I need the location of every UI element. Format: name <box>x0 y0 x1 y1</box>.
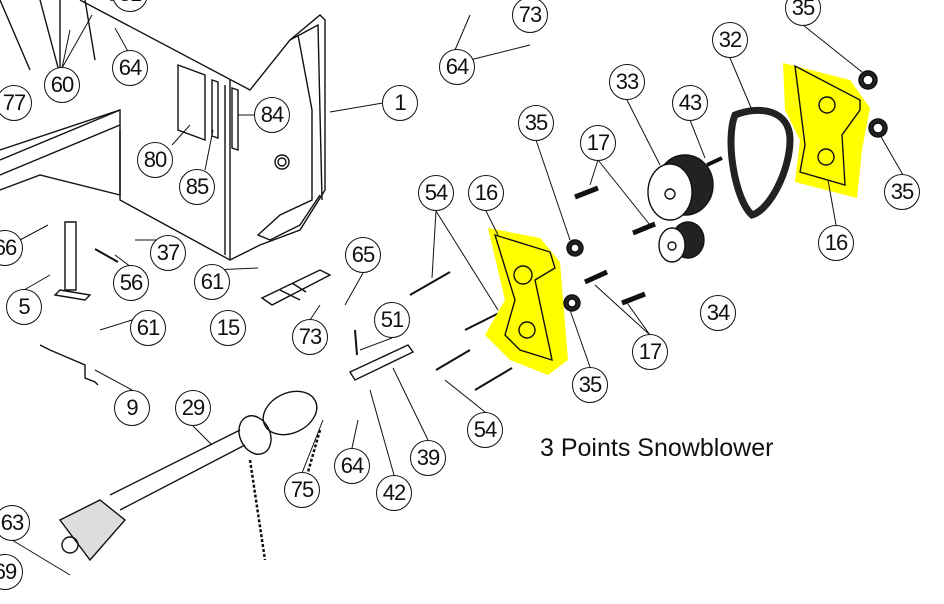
callout-42: 42 <box>376 475 412 511</box>
callout-34: 34 <box>700 295 736 331</box>
callout-54: 54 <box>467 412 503 448</box>
callout-1: 1 <box>382 85 418 121</box>
pins <box>574 185 656 306</box>
callout-17: 17 <box>580 125 616 161</box>
callout-16: 16 <box>818 225 854 261</box>
callout-15: 15 <box>210 310 246 346</box>
callout-56: 56 <box>113 265 149 301</box>
callout-84: 84 <box>254 97 290 133</box>
callout-35: 35 <box>884 174 920 210</box>
key-43 <box>706 156 723 167</box>
callout-77: 77 <box>0 85 32 121</box>
callout-35: 35 <box>518 105 554 141</box>
pto-shaft <box>58 390 322 562</box>
callout-61: 61 <box>130 310 166 346</box>
callout-39: 39 <box>410 440 446 476</box>
diagram-title: 3 Points Snowblower <box>540 434 774 462</box>
callout-35: 35 <box>572 367 608 403</box>
highlight-plate-16-right <box>783 63 870 198</box>
callout-35: 35 <box>785 0 821 26</box>
callout-43: 43 <box>672 85 708 121</box>
callout-85: 85 <box>179 169 215 205</box>
callout-5: 5 <box>6 289 42 325</box>
callout-60: 60 <box>44 67 80 103</box>
callout-64: 64 <box>334 448 370 484</box>
bolts <box>94 248 513 391</box>
callout-73: 73 <box>512 0 548 33</box>
highlight-plate-16-left <box>485 228 568 375</box>
callout-73: 73 <box>292 319 328 355</box>
snowblower-housing <box>0 0 326 261</box>
callout-51: 51 <box>374 302 410 338</box>
leader-lines <box>4 14 904 576</box>
callout-32: 32 <box>712 22 748 58</box>
plate-16-left <box>493 233 556 362</box>
deflector-plate <box>260 269 332 306</box>
plate-16-right <box>794 64 861 186</box>
stand <box>53 221 92 301</box>
shaft <box>348 344 415 381</box>
callout-65: 65 <box>345 237 381 273</box>
bearings <box>563 70 888 312</box>
callout-33: 33 <box>609 64 645 100</box>
callout-9: 9 <box>114 390 150 426</box>
callout-69: 69 <box>0 554 23 590</box>
callout-17: 17 <box>632 334 668 370</box>
callout-64: 64 <box>112 50 148 86</box>
callout-16: 16 <box>468 175 504 211</box>
belt-32 <box>727 106 794 219</box>
callout-75: 75 <box>284 472 320 508</box>
callout-54: 54 <box>418 175 454 211</box>
callout-29: 29 <box>175 390 211 426</box>
callout-80: 80 <box>137 142 173 178</box>
bracket <box>39 344 99 386</box>
pulley-34 <box>658 221 705 263</box>
callout-63: 63 <box>0 505 30 541</box>
callout-37: 37 <box>150 235 186 271</box>
pulley-33 <box>647 154 714 221</box>
callout-61: 61 <box>194 264 230 300</box>
callout-64: 64 <box>439 49 475 85</box>
